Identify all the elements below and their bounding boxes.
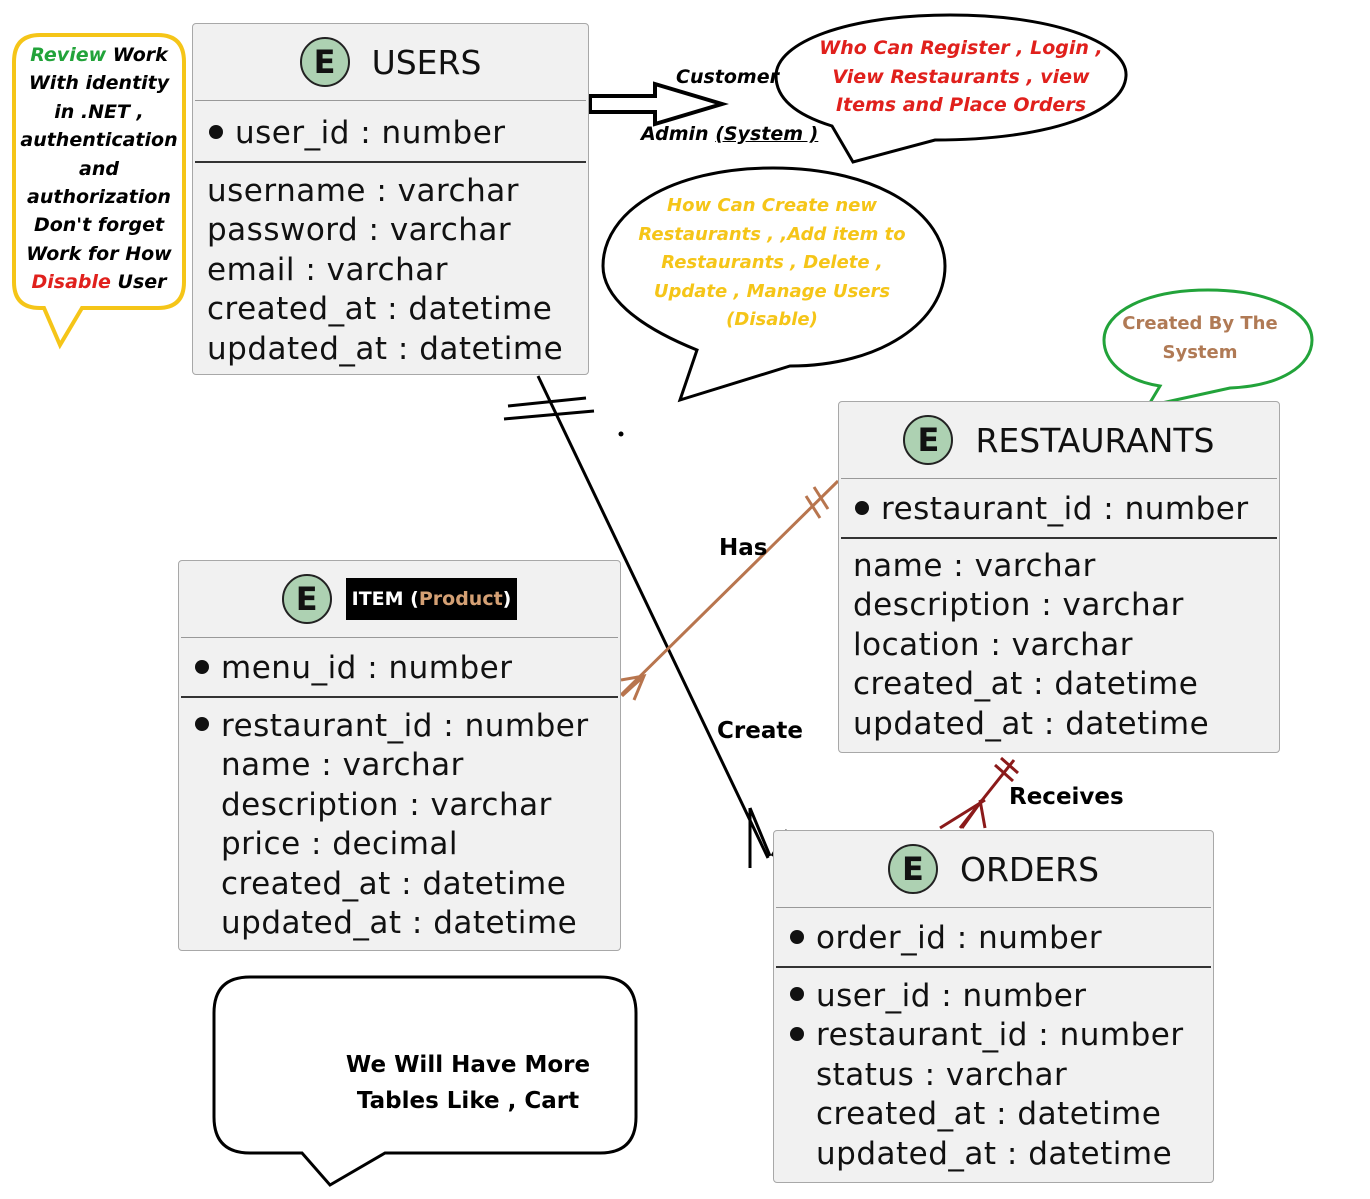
- restaurants-fields: name : varchar description : varchar loc…: [839, 539, 1279, 745]
- orders-fk-field: restaurant_id : number: [816, 1017, 1184, 1053]
- customer-label: Customer: [676, 66, 779, 88]
- item-field: price : decimal: [221, 826, 459, 862]
- users-field: username : varchar: [207, 172, 519, 209]
- entity-badge-icon: E: [281, 574, 332, 624]
- restaurants-field: updated_at : datetime: [853, 705, 1210, 742]
- orders-entity[interactable]: E ORDERS order_id : number user_id : num…: [773, 830, 1214, 1183]
- admin-label: Admin (System ): [641, 123, 819, 145]
- users-field: email : varchar: [207, 251, 448, 288]
- item-field: name : varchar: [221, 747, 464, 783]
- restaurant-one-tick-b: [812, 486, 830, 510]
- orders-title: ORDERS: [959, 849, 1100, 889]
- users-title: USERS: [371, 42, 482, 82]
- receives-tick-b: [1000, 756, 1019, 775]
- key-bullet-icon: [209, 124, 223, 139]
- users-field: created_at : datetime: [207, 291, 553, 327]
- key-divider: [195, 160, 586, 163]
- users-entity[interactable]: E USERS user_id : number username : varc…: [192, 23, 589, 375]
- fk-bullet-icon: [195, 717, 209, 731]
- header-divider: [181, 637, 618, 638]
- orders-field: updated_at : datetime: [816, 1135, 1173, 1172]
- users-one-tick-b: [503, 409, 595, 421]
- admin-note: How Can Create new Restaurants , ,Add it…: [638, 195, 906, 330]
- item-field: updated_at : datetime: [221, 905, 578, 941]
- fk-bullet-icon: [790, 1026, 804, 1041]
- key-divider: [181, 695, 618, 698]
- header-divider: [841, 478, 1277, 479]
- fk-bullet-icon: [790, 987, 804, 1001]
- users-fields: username : varchar password : varchar em…: [193, 163, 588, 370]
- orders-fk-field: user_id : number: [816, 977, 1087, 1014]
- orders-field: created_at : datetime: [816, 1096, 1162, 1132]
- restaurants-entity[interactable]: E RESTAURANTS restaurant_id : number nam…: [838, 401, 1280, 753]
- restaurants-header: E RESTAURANTS: [839, 402, 1279, 478]
- restaurants-field: name : varchar: [853, 547, 1096, 584]
- receives-tick-a: [994, 763, 1014, 783]
- key-bullet-icon: [790, 929, 804, 944]
- product-label: Product: [418, 588, 503, 610]
- restaurants-key-field: restaurant_id : number: [881, 491, 1249, 527]
- entity-badge-icon: E: [299, 37, 350, 87]
- restaurant-one-tick-a: [804, 495, 822, 519]
- customer-note: Who Can Register , Login , View Restaura…: [819, 37, 1103, 116]
- item-header: E ITEM (Product): [179, 561, 620, 637]
- orders-field: status : varchar: [816, 1056, 1068, 1093]
- review-note: Review Work With identity in .NET , auth…: [20, 44, 178, 294]
- orders-key-field: order_id : number: [816, 920, 1103, 956]
- users-key-field: user_id : number: [235, 115, 506, 151]
- system-note-bubble: [1102, 288, 1314, 409]
- restaurants-field: description : varchar: [853, 587, 1184, 623]
- restaurants-field: location : varchar: [853, 626, 1133, 663]
- header-divider: [195, 100, 586, 101]
- stray-dot: [618, 431, 624, 437]
- item-field: created_at : datetime: [221, 865, 567, 902]
- key-bullet-icon: [855, 500, 869, 515]
- system-note: Created By The System: [1122, 313, 1278, 363]
- users-field: updated_at : datetime: [207, 330, 564, 367]
- restaurants-field: created_at : datetime: [853, 666, 1199, 702]
- entity-badge-icon: E: [903, 415, 954, 465]
- item-restaurant-line: [619, 479, 840, 697]
- item-key-field: menu_id : number: [221, 650, 513, 686]
- item-entity[interactable]: E ITEM (Product) menu_id : number restau…: [178, 560, 621, 951]
- item-fields: restaurant_id : number name : varchar de…: [179, 698, 620, 944]
- orders-header: E ORDERS: [774, 831, 1213, 907]
- disable-word: Disable: [31, 271, 111, 294]
- review-word: Review: [30, 44, 107, 66]
- more-tables-note: We Will Have More Tables Like , Cart: [345, 1052, 591, 1114]
- customer-note-bubble: [774, 13, 1128, 164]
- entity-badge-icon: E: [887, 844, 938, 894]
- item-title: ITEM (Product): [345, 578, 518, 620]
- users-one-tick-a: [507, 396, 587, 408]
- restaurants-title: RESTAURANTS: [975, 420, 1215, 460]
- orders-crowfoot-restaurant: [939, 798, 987, 830]
- item-fk-field: restaurant_id : number: [221, 707, 589, 744]
- users-role-arrow: [588, 81, 729, 127]
- key-bullet-icon: [195, 659, 209, 674]
- users-header: E USERS: [193, 24, 588, 100]
- header-divider: [776, 907, 1211, 908]
- admin-note-bubble: [601, 166, 947, 403]
- create-label: Create: [717, 718, 803, 744]
- more-tables-bubble: [212, 975, 638, 1187]
- item-crowfoot: [620, 674, 647, 701]
- receives-label: Receives: [1009, 784, 1124, 810]
- orders-fields: user_id : number restaurant_id : number …: [774, 968, 1213, 1175]
- has-label: Has: [719, 535, 768, 561]
- item-field: description : varchar: [221, 786, 552, 823]
- users-orders-line: [536, 375, 770, 859]
- key-divider: [841, 536, 1277, 539]
- review-note-bubble: [12, 33, 186, 350]
- users-field: password : varchar: [207, 212, 512, 248]
- key-divider: [776, 965, 1211, 968]
